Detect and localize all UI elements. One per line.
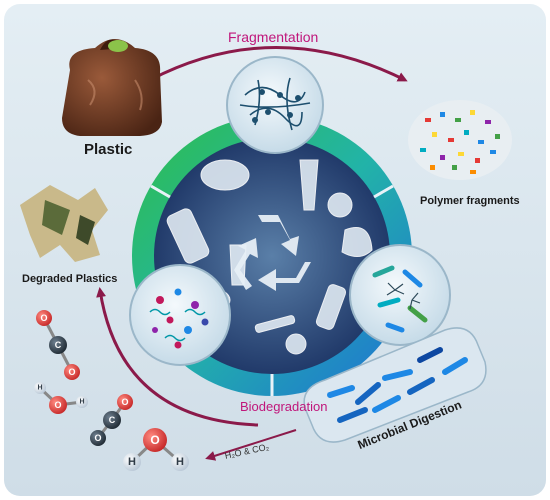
atom-o-6: O <box>150 433 159 447</box>
atom-o-1: O <box>40 313 47 323</box>
carbon-dioxide-molecule-2 <box>90 394 133 446</box>
label-polymer-fragments: Polymer fragments <box>420 195 520 207</box>
plastic-bag-icon <box>62 39 162 136</box>
label-degraded-plastics: Degraded Plastics <box>22 273 118 285</box>
polymer-network-bubble <box>226 56 324 154</box>
atom-o-5: O <box>121 397 128 407</box>
label-plastic: Plastic <box>84 141 133 158</box>
atom-h-4: H <box>176 456 184 468</box>
degraded-plastics-image <box>20 185 108 262</box>
fragmentation-arrow <box>149 46 408 82</box>
microbes-bubble <box>349 244 451 346</box>
label-fragmentation: Fragmentation <box>228 29 319 45</box>
atom-o-2: O <box>68 367 75 377</box>
degradation-particles-bubble <box>129 264 231 366</box>
atom-c-2: C <box>109 415 116 425</box>
products-arrow <box>205 429 297 461</box>
water-molecule-small <box>34 382 88 414</box>
atom-letters: O C O H O H O C O H O H <box>37 313 184 468</box>
atom-h-1: H <box>37 385 42 392</box>
atom-o-3: O <box>54 400 61 410</box>
water-molecule-large <box>123 428 189 471</box>
carbon-dioxide-molecule <box>36 310 80 380</box>
atom-h-3: H <box>128 456 136 468</box>
atom-c-1: C <box>55 340 62 350</box>
recycle-icon <box>234 215 311 291</box>
biodegradation-arrow <box>96 287 259 427</box>
label-biodegradation: Biodegradation <box>240 399 328 414</box>
atom-o-4: O <box>94 433 101 443</box>
microbial-digestion-image <box>303 327 487 443</box>
polymer-fragments-image <box>408 100 512 180</box>
atom-h-2: H <box>79 399 84 406</box>
